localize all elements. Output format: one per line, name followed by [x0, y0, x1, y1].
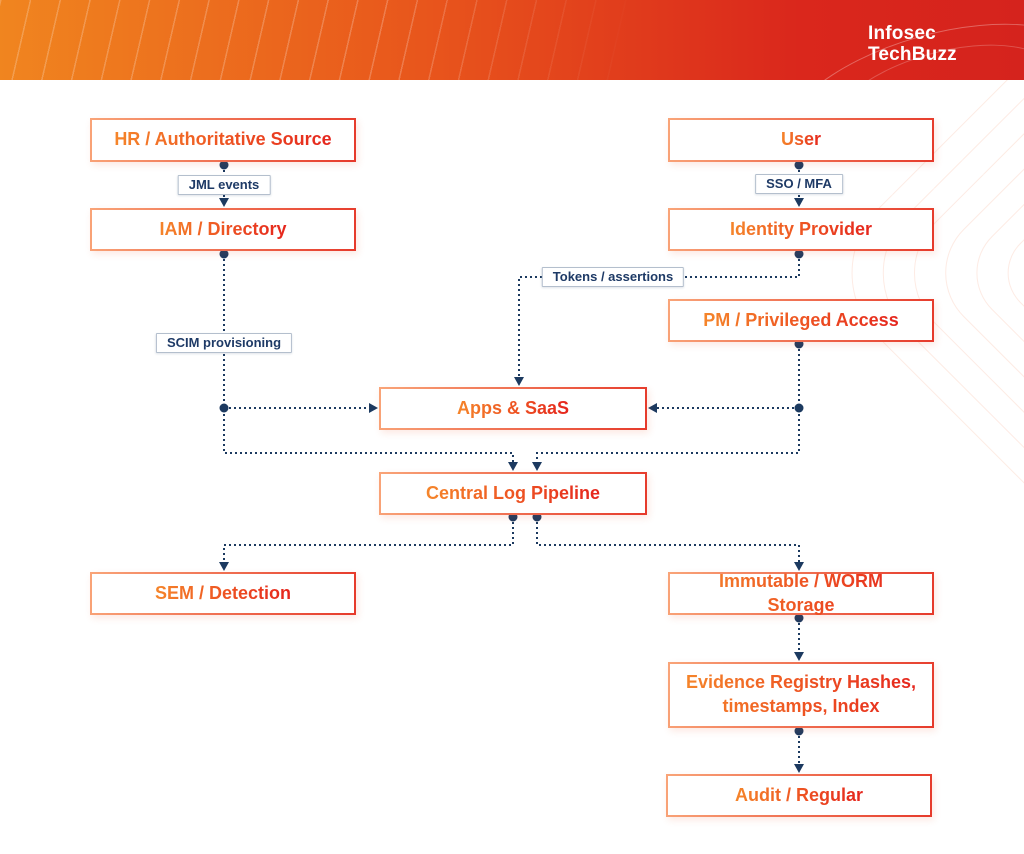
node-label: PM / Privileged Access — [703, 309, 898, 333]
node-identity-provider: Identity Provider — [668, 208, 934, 251]
node-audit-regular: Audit / Regular — [666, 774, 932, 817]
node-label: HR / Authoritative Source — [114, 128, 331, 152]
banner-stripe-pattern — [0, 0, 660, 80]
connector-origin-dots — [219, 160, 804, 736]
node-immutable-worm-storage: Immutable / WORM Storage — [668, 570, 934, 618]
node-evidence-registry: Evidence Registry Hashes, timestamps, In… — [668, 662, 934, 728]
node-label: User — [781, 128, 821, 152]
node-apps-saas: Apps & SaaS — [379, 387, 647, 430]
node-central-log-pipeline: Central Log Pipeline — [379, 472, 647, 515]
brand-line-2: TechBuzz — [868, 43, 957, 65]
node-label: SEM / Detection — [155, 582, 291, 606]
connector-paths — [223, 165, 800, 765]
brand-line-1: Infosec — [868, 23, 936, 44]
node-label: IAM / Directory — [159, 218, 286, 242]
node-label: Immutable / WORM Storage — [684, 570, 918, 618]
node-label: Evidence Registry Hashes, timestamps, In… — [684, 671, 918, 719]
node-label: Identity Provider — [730, 218, 872, 242]
edge-label-sso-mfa: SSO / MFA — [755, 174, 843, 194]
node-label: Apps & SaaS — [457, 397, 569, 421]
node-label: Central Log Pipeline — [426, 482, 600, 506]
node-sem-detection: SEM / Detection — [90, 572, 356, 615]
node-hr-authoritative-source: HR / Authoritative Source — [90, 118, 356, 162]
header-banner: Infosec TechBuzz — [0, 0, 1024, 229]
edge-label-scim-provisioning: SCIM provisioning — [155, 333, 293, 353]
node-user: User — [668, 118, 934, 162]
connector-arrowheads — [219, 198, 804, 773]
edge-label-jml-events: JML events — [177, 175, 271, 195]
brand-logo: Infosec TechBuzz — [868, 23, 957, 65]
node-pm-privileged-access: PM / Privileged Access — [668, 299, 934, 342]
node-label: Audit / Regular — [735, 784, 863, 808]
edge-label-tokens-assertions: Tokens / assertions — [541, 267, 685, 287]
node-iam-directory: IAM / Directory — [90, 208, 356, 251]
